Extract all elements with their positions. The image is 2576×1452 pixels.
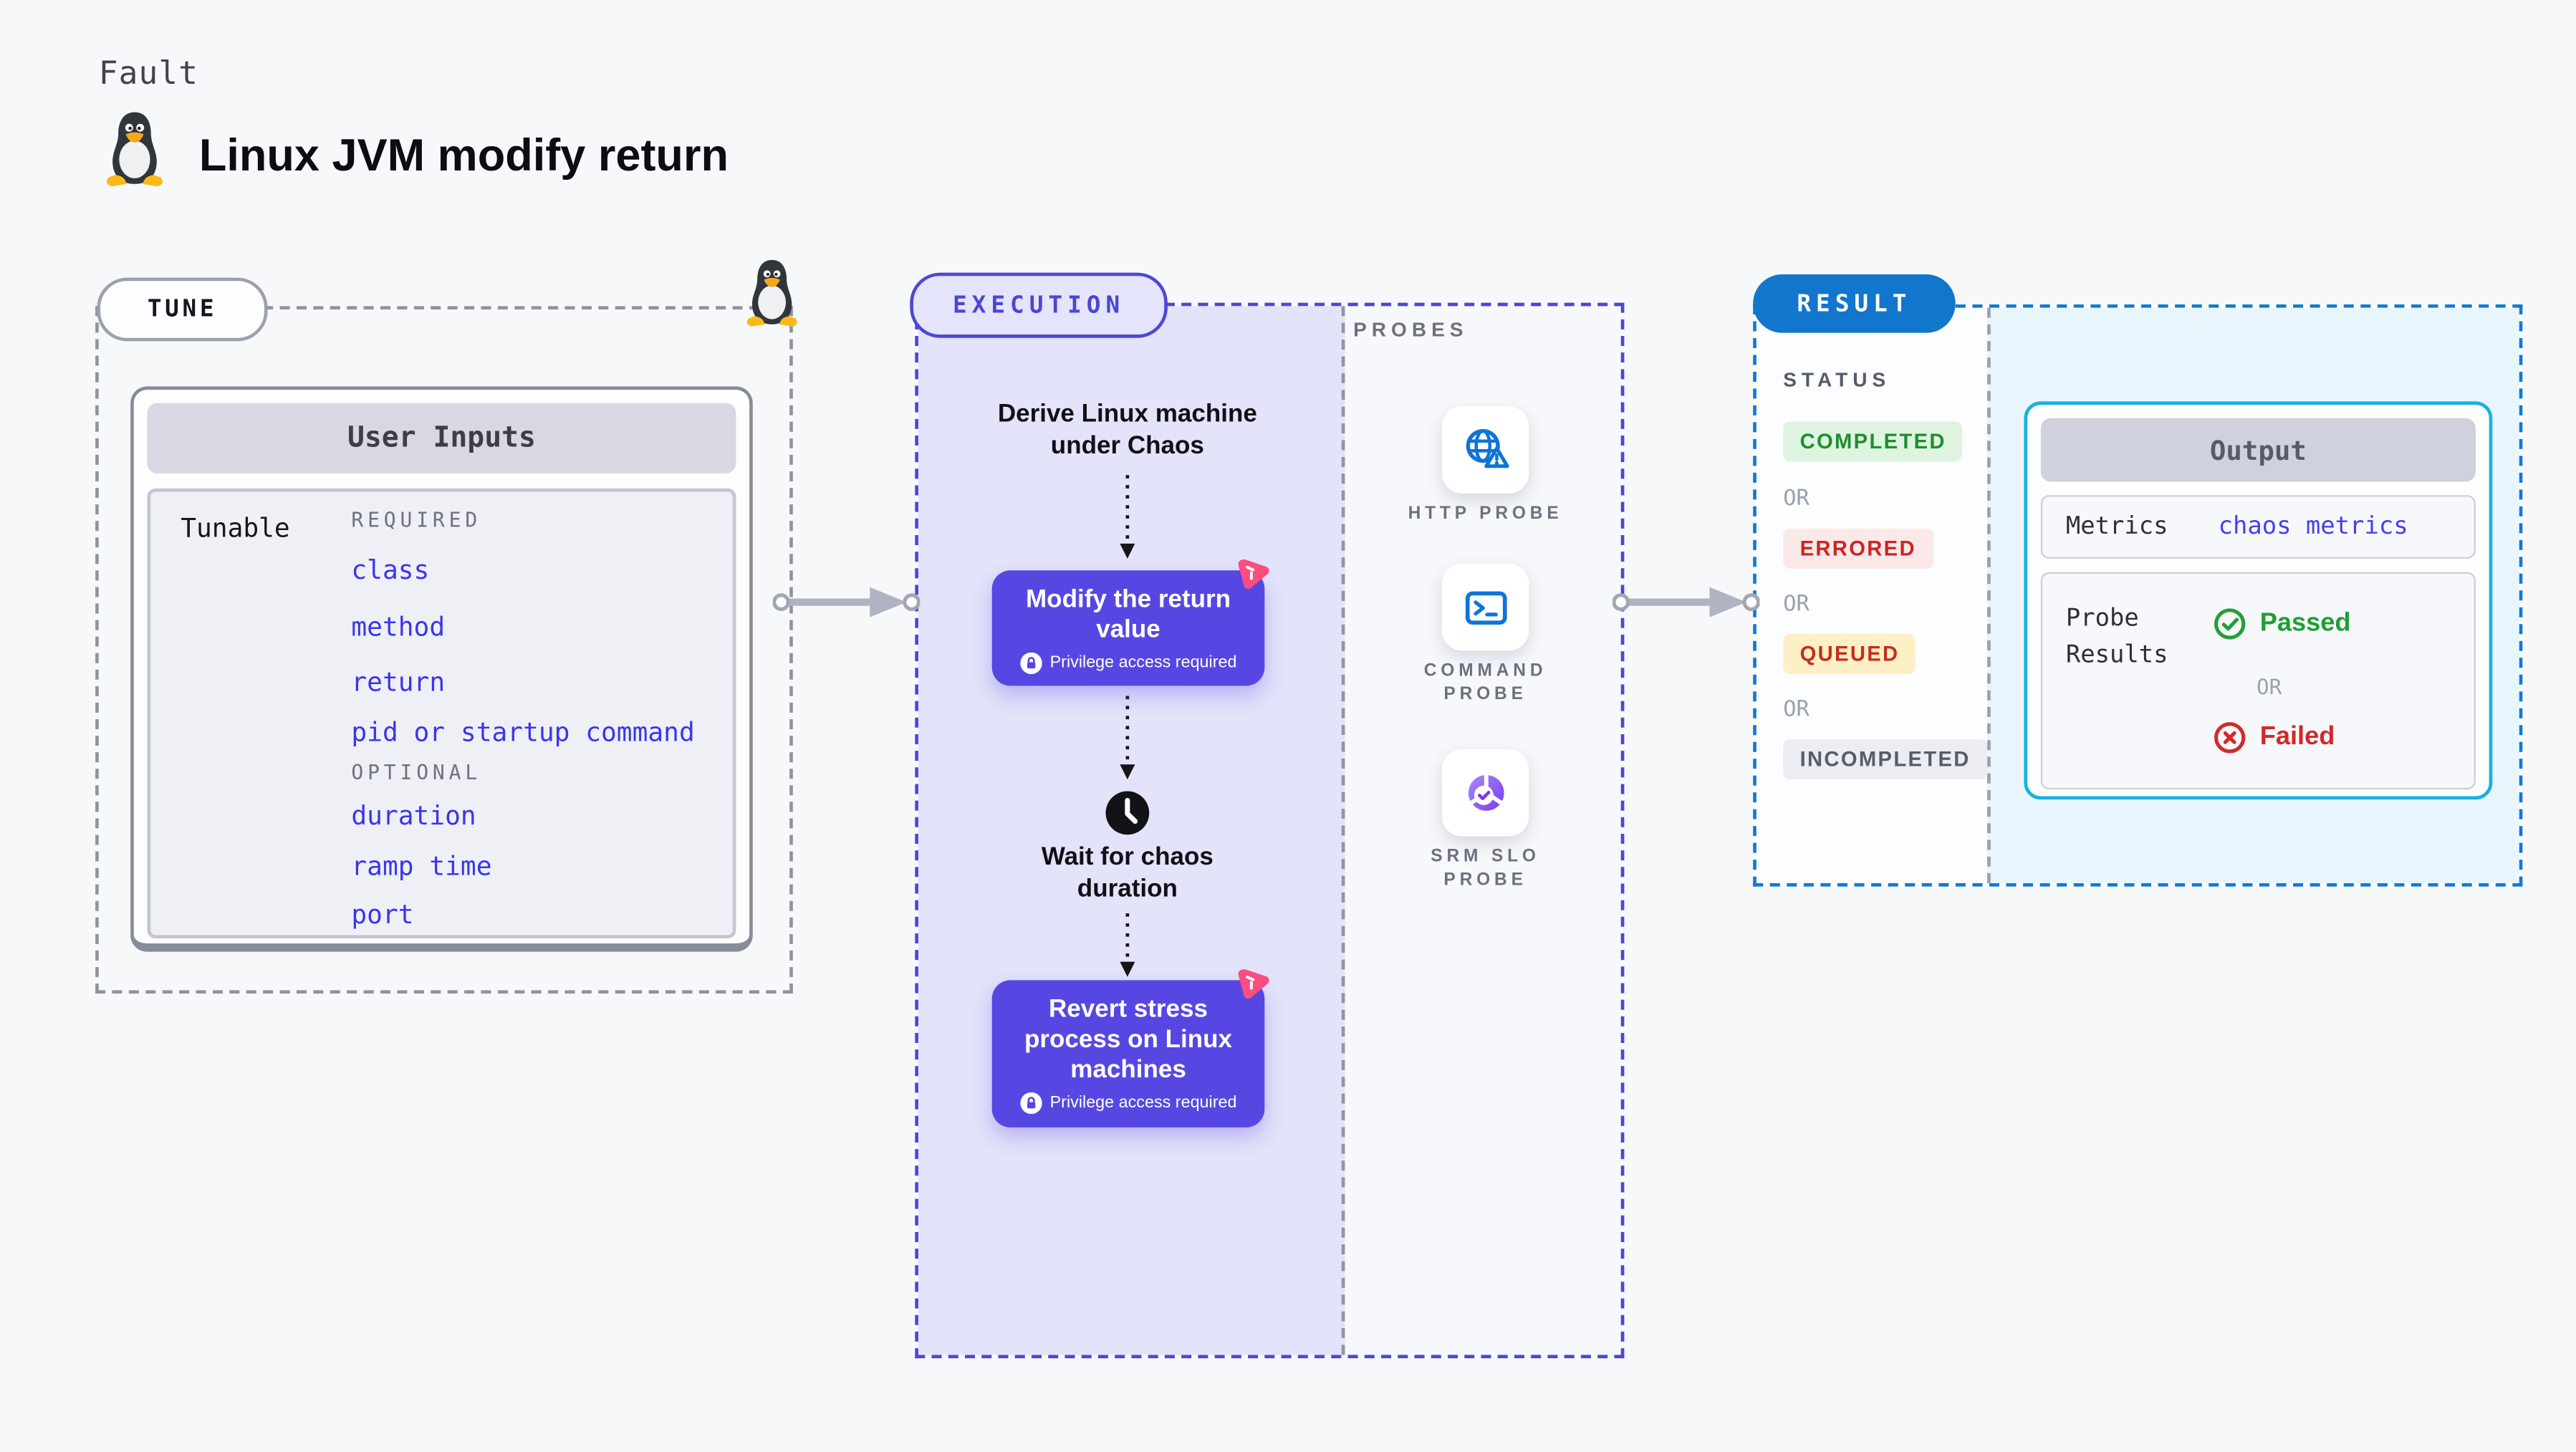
or-separator: OR bbox=[1783, 486, 1810, 512]
result-section-pill: RESULT bbox=[1753, 274, 1956, 333]
probe-results-label: Probe Results bbox=[2065, 605, 2168, 670]
input-item-pid: pid or startup command bbox=[351, 717, 695, 748]
privilege-badge: Privilege access required bbox=[1020, 652, 1237, 673]
check-circle-icon bbox=[2213, 607, 2246, 641]
terminal-icon bbox=[1459, 581, 1511, 633]
metrics-label: Metrics bbox=[2065, 513, 2168, 541]
passed-label: Passed bbox=[2259, 608, 2351, 638]
chaos-logo-icon bbox=[1233, 552, 1274, 594]
tux-penguin-icon bbox=[743, 258, 802, 330]
flow-down-arrow bbox=[1120, 475, 1135, 559]
globe-alert-icon bbox=[1459, 424, 1511, 476]
http-probe-card bbox=[1441, 406, 1529, 494]
modify-return-node: Modify the return value Privilege access… bbox=[991, 570, 1265, 686]
chaos-logo-icon bbox=[1233, 962, 1274, 1004]
input-item-port: port bbox=[351, 900, 414, 931]
probes-column-label: PROBES bbox=[1353, 317, 1469, 342]
command-probe-card bbox=[1441, 563, 1529, 651]
optional-group-label: OPTIONAL bbox=[351, 761, 482, 785]
x-circle-icon bbox=[2213, 721, 2246, 754]
tune-section-box bbox=[95, 306, 793, 994]
user-inputs-body: Tunable REQUIRED class method return pid… bbox=[147, 488, 736, 938]
status-badge-queued: QUEUED bbox=[1783, 634, 1916, 675]
revert-stress-node-title: Revert stress process on Linux machines bbox=[1024, 995, 1233, 1085]
status-column-label: STATUS bbox=[1783, 367, 1891, 392]
metrics-value-link: chaos metrics bbox=[2218, 513, 2408, 541]
lock-icon bbox=[1020, 1092, 1042, 1114]
clock-icon bbox=[1104, 789, 1150, 836]
modify-return-node-title: Modify the return value bbox=[1026, 585, 1231, 643]
required-group-label: REQUIRED bbox=[351, 508, 482, 532]
or-separator: OR bbox=[1783, 592, 1810, 617]
wait-step-label: Wait for chaos duration bbox=[1041, 842, 1213, 903]
or-separator: OR bbox=[1783, 697, 1810, 723]
slo-gauge-icon bbox=[1459, 767, 1511, 819]
input-item-ramp-time: ramp time bbox=[351, 851, 492, 882]
status-badge-errored: ERRORED bbox=[1783, 528, 1933, 569]
output-card: Output Metrics chaos metrics Probe Resul… bbox=[2024, 401, 2493, 800]
or-separator: OR bbox=[2257, 674, 2282, 700]
derive-step-label: Derive Linux machine under Chaos bbox=[997, 400, 1257, 461]
srm-slo-probe-card bbox=[1441, 749, 1529, 837]
probe-results-row: Probe Results Passed OR Failed bbox=[2040, 572, 2476, 790]
tunable-row-label: Tunable bbox=[181, 513, 290, 544]
output-card-header: Output bbox=[2040, 418, 2476, 482]
status-badge-incompleted: INCOMPLETED bbox=[1783, 739, 1988, 780]
command-probe-label: COMMAND PROBE bbox=[1423, 660, 1547, 705]
status-badge-completed: COMPLETED bbox=[1783, 421, 1964, 462]
passed-result: Passed bbox=[2213, 607, 2351, 641]
tux-penguin-icon bbox=[102, 110, 167, 189]
user-inputs-header: User Inputs bbox=[147, 403, 736, 473]
execution-to-result-arrow bbox=[1613, 585, 1759, 619]
input-item-duration: duration bbox=[351, 801, 476, 832]
revert-stress-node: Revert stress process on Linux machines … bbox=[991, 980, 1265, 1128]
privilege-badge-label: Privilege access required bbox=[1049, 1094, 1237, 1112]
input-item-return: return bbox=[351, 667, 446, 698]
page-title: Linux JVM modify return bbox=[198, 130, 729, 181]
lock-icon bbox=[1020, 652, 1042, 673]
failed-label: Failed bbox=[2259, 722, 2335, 751]
http-probe-label: HTTP PROBE bbox=[1408, 503, 1563, 524]
flow-down-arrow bbox=[1120, 913, 1135, 977]
execution-section-pill: EXECUTION bbox=[910, 272, 1168, 338]
flow-down-arrow bbox=[1120, 696, 1135, 780]
fault-kind-label: Fault bbox=[98, 55, 199, 92]
privilege-badge: Privilege access required bbox=[1020, 1092, 1237, 1114]
srm-slo-probe-label: SRM SLO PROBE bbox=[1431, 846, 1540, 890]
input-item-class: class bbox=[351, 555, 430, 586]
tune-to-execution-arrow bbox=[773, 585, 920, 619]
input-item-method: method bbox=[351, 612, 446, 643]
metrics-row: Metrics chaos metrics bbox=[2040, 495, 2476, 559]
tune-section-pill: TUNE bbox=[97, 277, 268, 342]
user-inputs-card: User Inputs Tunable REQUIRED class metho… bbox=[130, 386, 753, 952]
failed-result: Failed bbox=[2213, 721, 2335, 754]
privilege-badge-label: Privilege access required bbox=[1049, 653, 1237, 672]
